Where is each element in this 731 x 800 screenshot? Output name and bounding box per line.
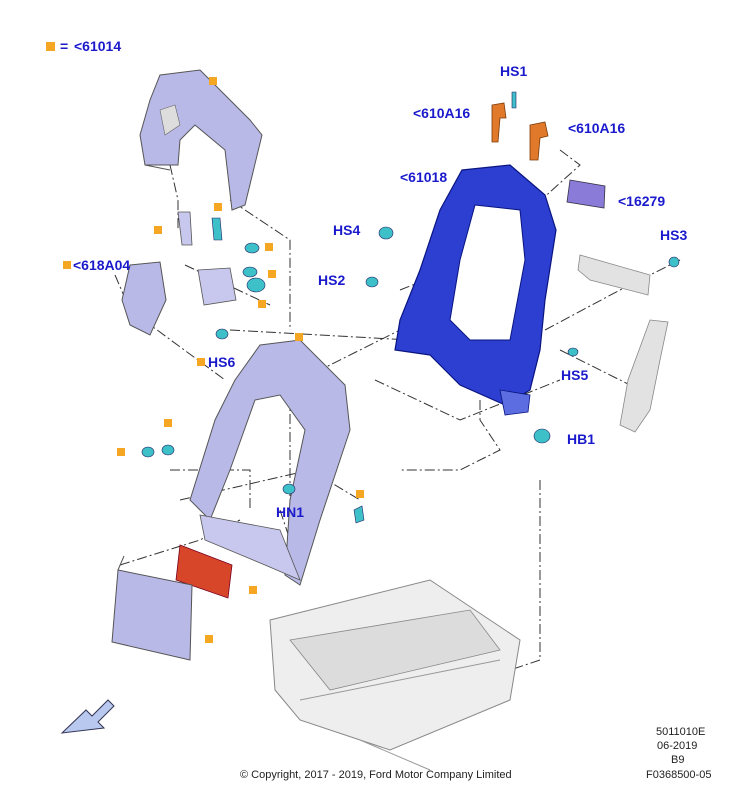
callout-hs1: HS1	[500, 63, 527, 79]
callout-610a16-left: <610A16	[413, 105, 470, 121]
side-bracket	[577, 254, 651, 296]
lumbar-motor-bracket	[197, 267, 266, 306]
diagram-code: 5011010E	[656, 726, 705, 738]
diagram-revision: B9	[671, 754, 684, 766]
clip	[211, 217, 223, 241]
marker-61014	[265, 243, 273, 251]
legend-part-label: <61014	[74, 38, 121, 54]
callout-hs5: HS5	[561, 367, 588, 383]
marker-61014	[164, 419, 172, 427]
marker-61014	[214, 203, 222, 211]
marker-61014	[258, 300, 266, 308]
nut-hn1	[282, 483, 296, 495]
screw-hs6	[215, 328, 229, 340]
callout-61018: <61018	[400, 169, 447, 185]
marker-hs6	[197, 358, 205, 366]
marker-61014	[205, 635, 213, 643]
marker-61014	[249, 586, 257, 594]
callout-hs3: HS3	[660, 227, 687, 243]
marker-61014	[154, 226, 162, 234]
seat-track-assembly	[269, 579, 521, 771]
screw-hs5	[567, 347, 579, 357]
callout-hs6: HS6	[208, 354, 235, 370]
marker-61014	[295, 333, 303, 341]
callout-618a04: <618A04	[73, 257, 130, 273]
clip	[353, 505, 365, 524]
legend-equals: =	[60, 38, 68, 54]
screw	[244, 242, 260, 254]
seatback-frame	[394, 164, 557, 416]
callout-hb1: HB1	[567, 431, 595, 447]
front-direction-arrow	[60, 699, 115, 734]
callout-hs4: HS4	[333, 222, 360, 238]
bolt-hb1	[533, 428, 551, 444]
headrest-guide-left	[491, 102, 507, 143]
headrest-guide-right	[529, 121, 549, 161]
legend: = <61014	[46, 38, 121, 54]
callout-hs2: HS2	[318, 272, 345, 288]
marker-61014	[356, 490, 364, 498]
screw-hs4	[378, 226, 394, 240]
connector-16279	[566, 179, 606, 209]
callout-16279: <16279	[618, 193, 665, 209]
callout-610a16-right: <610A16	[568, 120, 625, 136]
marker-618a04	[63, 261, 71, 269]
seatback-back-board	[111, 555, 193, 661]
side-airbag-module	[121, 261, 167, 336]
screw-hs2	[365, 276, 379, 288]
side-shield	[619, 319, 669, 433]
marker-61014	[209, 77, 217, 85]
marker-61014	[117, 448, 125, 456]
screw	[141, 444, 175, 458]
seatback-rear-panel	[189, 339, 351, 586]
diagram-date: 06-2019	[657, 740, 697, 752]
bolt-hs1	[511, 91, 517, 109]
legend-marker	[46, 42, 55, 51]
seatback-trim-panel-upper	[139, 69, 263, 211]
callout-hn1: HN1	[276, 504, 304, 520]
figure-number: F0368500-05	[646, 769, 711, 781]
bracket-left	[177, 211, 193, 246]
copyright: © Copyright, 2017 - 2019, Ford Motor Com…	[240, 769, 512, 781]
screw-hs3	[668, 256, 680, 268]
marker-61014	[268, 270, 276, 278]
screw	[242, 266, 258, 278]
